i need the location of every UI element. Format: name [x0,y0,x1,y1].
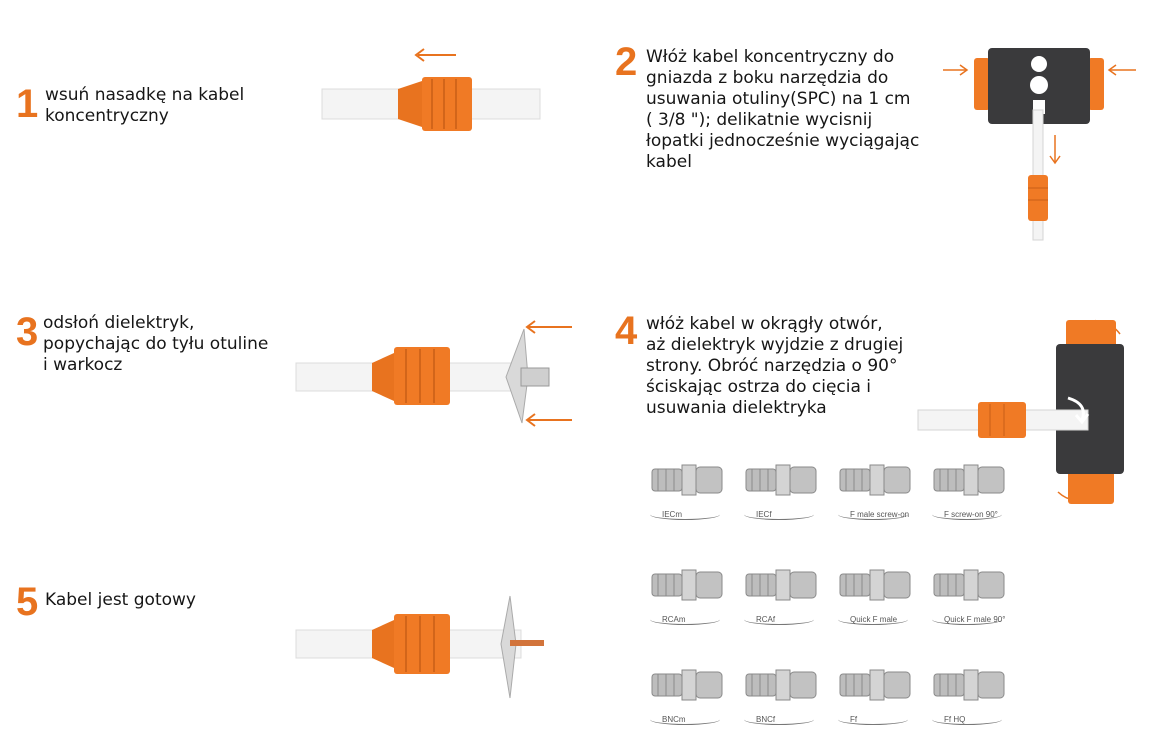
step-1-number: 1 [16,82,39,126]
connector-label: Ff HQ [944,715,966,724]
step-1-text: wsuń nasadkę na kabel koncentryczny [45,85,245,126]
connector-tile: Quick F male [836,560,916,630]
label-underline [838,714,908,725]
ff-hq-connector-icon [933,669,1005,701]
ff-connector-icon [839,669,911,701]
connector-label: BNCf [756,715,776,724]
label-underline [650,614,720,625]
step-2-stripper-tool-illustration [943,48,1136,241]
label-underline [838,614,908,625]
quick-f-male-90-connector-icon [933,569,1005,601]
connector-label: RCAf [756,615,776,624]
step-3-illustration [295,320,572,427]
step-3-number: 3 [16,310,39,354]
f-male-screw-on-connector-icon [839,464,911,496]
connector-grid: IECm IECf F male screw-on F screw-on 90° RCA… [640,455,1020,735]
connector-tile: IECf [742,455,822,525]
quick-f-male-connector-icon [839,569,911,601]
step-4-text: włóż kabel w okrągły otwór, aż dielektry… [646,314,904,418]
connector-tile: Ff [836,660,916,730]
label-underline [932,614,1002,625]
iec-male-connector-icon [651,464,723,496]
label-underline [932,714,1002,725]
step-5-text: Kabel jest gotowy [45,590,196,610]
connector-label: F screw-on 90° [944,510,998,519]
label-underline [744,509,814,520]
connector-tile: BNCf [742,660,822,730]
connector-label: F male screw-on [850,510,910,519]
step-5-illustration [295,595,544,699]
connector-tile: RCAf [742,560,822,630]
connector-label: BNCm [662,715,686,724]
label-underline [932,509,1002,520]
connector-label: RCAm [662,615,686,624]
f-screw-on-90-connector-icon [933,464,1005,496]
connector-label: Quick F male 90° [944,615,1006,624]
connector-tile: F male screw-on [836,455,916,525]
step-5-number: 5 [16,580,39,624]
connector-tile: Ff HQ [930,660,1010,730]
step-1-illustration [321,48,541,131]
rca-male-connector-icon [651,569,723,601]
rca-female-connector-icon [745,569,817,601]
label-underline [650,509,720,520]
iec-female-connector-icon [745,464,817,496]
connector-tile: BNCm [648,660,728,730]
bnc-female-connector-icon [745,669,817,701]
connector-tile: IECm [648,455,728,525]
step-4-number: 4 [615,309,638,353]
label-underline [838,509,908,520]
connector-label: IECf [756,510,772,519]
connector-label: Quick F male [850,615,898,624]
step-4-stripper-tool-illustration [917,319,1124,504]
connector-label: IECm [662,510,682,519]
connector-tile: F screw-on 90° [930,455,1010,525]
step-3-text: odsłoń dielektryk, popychając do tyłu ot… [43,313,269,375]
connector-tile: Quick F male 90° [930,560,1010,630]
step-2-text: Włóż kabel koncentryczny do gniazda z bo… [646,47,920,172]
connector-tile: RCAm [648,560,728,630]
step-2-number: 2 [615,40,638,84]
label-underline [650,714,720,725]
label-underline [744,614,814,625]
bnc-male-connector-icon [651,669,723,701]
label-underline [744,714,814,725]
connector-label: Ff [850,715,858,724]
